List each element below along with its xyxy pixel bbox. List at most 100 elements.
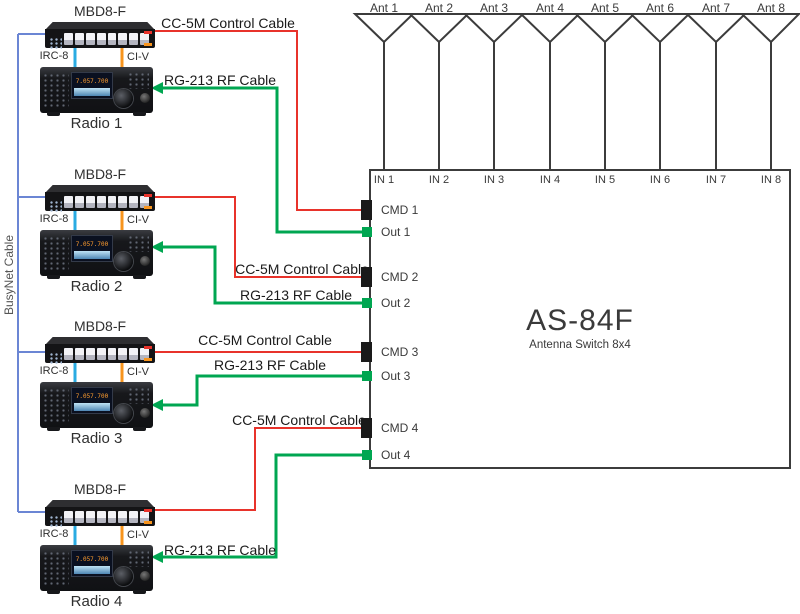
antenna-icon (352, 13, 416, 44)
control-port (144, 194, 152, 197)
station-3: MBD8-F IRC-8 CI-V 7.057.700 Radio 3 (0, 318, 320, 478)
radio-display: 7.057.700 (71, 72, 113, 99)
radio-label: Radio 2 (70, 278, 123, 295)
selector-button (96, 510, 106, 523)
selector-button (140, 32, 149, 45)
station-2: MBD8-F IRC-8 CI-V 7.057.700 Radio 2 (0, 166, 320, 326)
cmd-port-2 (361, 267, 372, 287)
button-grid-right (129, 236, 149, 252)
input-label-3: IN 3 (483, 174, 505, 186)
selector-button (64, 32, 73, 45)
control-cable-label-3: CC-5M Control Cable (198, 332, 332, 348)
rf-cable-label-2: RG-213 RF Cable (239, 287, 353, 303)
mbd8f-device (45, 185, 155, 213)
small-knob (140, 93, 150, 103)
selector-button (85, 32, 95, 45)
device-top-panel (45, 22, 155, 30)
radio-foot (133, 275, 146, 279)
selector-button (107, 510, 117, 523)
radio-transceiver: 7.057.700 (40, 382, 153, 431)
control-port (144, 509, 152, 512)
irc8-port-label: IRC-8 (39, 365, 69, 377)
radio-foot (133, 427, 146, 431)
antenna-icon (684, 13, 748, 44)
antenna-label-7: Ant 7 (701, 1, 731, 15)
out-port-label-4: Out 4 (381, 448, 411, 462)
device-front-panel (45, 192, 155, 213)
radio-label: Radio 1 (70, 115, 123, 132)
rf-cable-label-4: RG-213 RF Cable (163, 542, 277, 558)
led-indicators (50, 353, 62, 365)
radio-foot (47, 427, 60, 431)
control-cable-label-1: CC-5M Control Cable (161, 15, 295, 31)
cmd-port-4 (361, 418, 372, 438)
switch-title: AS-84F (526, 304, 634, 337)
button-grid-left (44, 74, 69, 107)
input-label-7: IN 7 (705, 174, 727, 186)
selector-button (107, 32, 117, 45)
antenna-label-4: Ant 4 (535, 1, 565, 15)
led-indicators (50, 38, 62, 50)
out-port-label-1: Out 1 (381, 225, 411, 239)
radio-display: 7.057.700 (71, 387, 113, 414)
antenna-icon (628, 13, 692, 44)
button-grid-left (44, 389, 69, 422)
selector-button (107, 347, 117, 360)
control-cable-label-4: CC-5M Control Cable (232, 412, 366, 428)
input-label-4: IN 4 (539, 174, 561, 186)
button-grid-right (129, 551, 149, 567)
irc8-port-label: IRC-8 (39, 528, 69, 540)
civ-port-label: CI-V (127, 366, 149, 378)
out-port-4 (362, 450, 372, 460)
radio-foot (47, 112, 60, 116)
selector-button (129, 510, 139, 523)
antenna-icon (462, 13, 526, 44)
selector-button (85, 195, 95, 208)
input-label-5: IN 5 (594, 174, 616, 186)
civ-port-label: CI-V (127, 214, 149, 226)
control-cable-label-2: CC-5M Control Cable (235, 261, 369, 277)
out-port-2 (362, 298, 372, 308)
out-port-1 (362, 227, 372, 237)
radio-label: Radio 4 (70, 593, 123, 610)
cmd-port-label-1: CMD 1 (381, 203, 419, 217)
cmd-port-1 (361, 200, 372, 220)
cmd-port-label-3: CMD 3 (381, 345, 419, 359)
controller-label: MBD8-F (73, 481, 127, 497)
selector-button (140, 347, 149, 360)
civ-port (144, 43, 152, 46)
radio-transceiver: 7.057.700 (40, 67, 153, 116)
device-top-panel (45, 500, 155, 508)
selector-button (96, 32, 106, 45)
selector-button (64, 347, 73, 360)
selector-button (129, 347, 139, 360)
spectrum-scope (74, 566, 110, 574)
selector-button (64, 510, 73, 523)
antenna-label-8: Ant 8 (756, 1, 786, 15)
selector-button (118, 32, 128, 45)
selector-button (96, 347, 106, 360)
station-4: MBD8-F IRC-8 CI-V 7.057.700 Radio 4 (0, 481, 320, 614)
radio-label: Radio 3 (70, 430, 123, 447)
controller-label: MBD8-F (73, 318, 127, 334)
spectrum-scope (74, 251, 110, 259)
selector-button (74, 510, 84, 523)
button-grid-left (44, 552, 69, 585)
cmd-port-3 (361, 342, 372, 362)
antenna-label-2: Ant 2 (424, 1, 454, 15)
antenna-icon (739, 13, 800, 44)
civ-port-label: CI-V (127, 51, 149, 63)
selector-button (129, 32, 139, 45)
device-front-panel (45, 29, 155, 50)
station-1: MBD8-F IRC-8 CI-V 7.057.700 Radio 1 (0, 3, 320, 163)
input-label-2: IN 2 (428, 174, 450, 186)
control-port (144, 31, 152, 34)
antenna-icon (573, 13, 637, 44)
led-indicators (50, 201, 62, 213)
as84f-switch-box: AS-84F Antenna Switch 8x4 (369, 169, 791, 469)
rf-cable-label-1: RG-213 RF Cable (163, 72, 277, 88)
switch-subtitle: Antenna Switch 8x4 (529, 339, 631, 351)
radio-foot (47, 275, 60, 279)
mbd8f-device (45, 337, 155, 365)
mbd8f-device (45, 500, 155, 528)
